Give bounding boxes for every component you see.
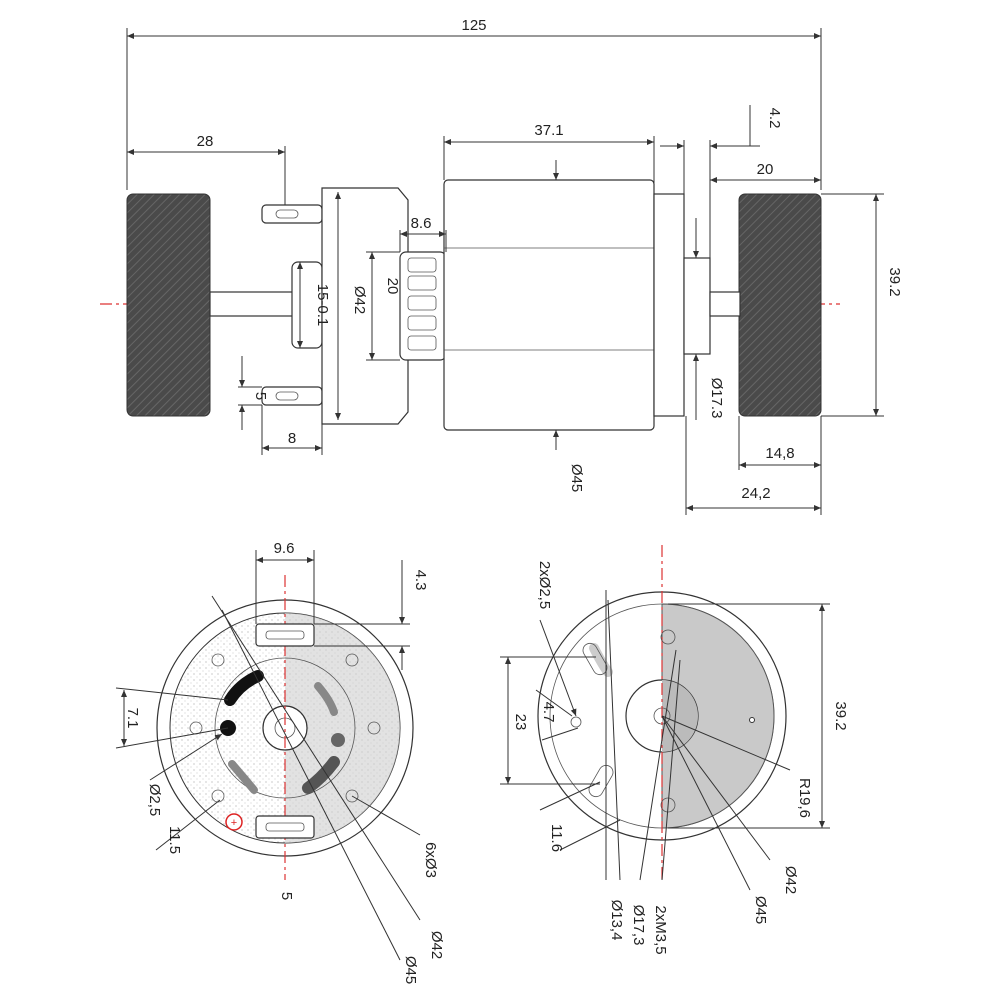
dim-hole-pitch: 11.5 [166,826,183,854]
terminal-top [261,204,323,224]
dim-tab-thickness: 5 [278,892,295,900]
left-wheel [126,193,211,417]
dim-flange-thickness: 4.2 [766,108,783,129]
dim-hole-offset: 7.1 [124,708,141,729]
dim-wheel-to-flange: 24,2 [741,485,770,502]
dim-shaft-boss-dia: Ø17.3 [708,378,725,419]
rear-terminal-bottom [255,815,315,839]
dim-tab-width: 5 [252,392,269,400]
dim-tab-length: 8 [288,430,296,447]
front-slot-top [582,642,608,676]
rear-terminal-top [255,623,315,647]
front-view: 2xØ2,5 23 4.7 11.6 39.2 R19,6 Ø13,4 Ø17,… [500,545,849,955]
right-wheel [738,193,822,417]
dim-commutator-dia: 20 [384,278,401,295]
dim-arc-radius: R19,6 [796,778,813,818]
dim-overall-length: 125 [461,17,486,34]
dim-front-boss-dia: Ø17,3 [630,905,647,946]
terminal-bottom [261,386,323,406]
dim-wheel-dia: 39.2 [886,267,903,296]
dim-inner-dia: Ø13,4 [608,900,625,941]
dim-rear-cap-dia: Ø42 [428,931,445,959]
dim-right-offset: 20 [757,161,774,178]
front-pilot-hole [570,716,582,728]
dim-wheel-width: 14,8 [765,445,794,462]
rear-slot-right [302,756,340,794]
dim-slot-pitch: 11.6 [548,824,565,852]
dim-cap-dia: Ø42 [351,286,368,314]
dim-left-wheel-width: 28 [197,133,214,150]
left-shaft [209,291,303,317]
front-slot-bottom [588,764,614,798]
motor-body [443,179,655,431]
dim-slot-span: 23 [512,714,529,731]
dim-boss-dia: 15-0.1 [314,284,331,327]
vent-holes [189,653,381,803]
dim-mount-holes: 2xM3,5 [652,905,669,954]
dim-rear-body-dia: Ø45 [402,956,419,984]
dim-body-dia: Ø45 [568,464,585,492]
svg-text:+: + [231,817,237,829]
dim-front-body-dia: Ø45 [752,896,769,924]
rear-slot-left [224,670,264,706]
plus-terminal-icon [225,813,243,831]
dim-brush-width: 8.6 [411,215,432,232]
dim-vent-holes: 6xØ3 [422,842,439,878]
dim-front-hole-offset: 4.7 [540,702,557,723]
dim-front-wheel-dia: 39.2 [832,701,849,730]
rear-view: + 9.6 4.3 7.1 Ø2,5 11.5 6xØ3 5 Ø42 Ø45 [115,540,445,984]
dim-small-hole-dia: Ø2,5 [146,784,163,817]
front-shaft [709,291,741,317]
dim-terminal-offset: 4.3 [412,570,429,591]
front-boss [683,257,711,355]
side-view: 125 28 37.1 4.2 20 8.6 20 15-0.1 [100,17,903,515]
dim-body-length: 37.1 [534,122,563,139]
dim-front-cap-dia: Ø42 [782,866,799,894]
dim-pilot-holes: 2xØ2,5 [536,561,553,609]
commutator [399,251,447,361]
dim-terminal-spacing: 9.6 [274,540,295,557]
front-flange [653,193,685,417]
